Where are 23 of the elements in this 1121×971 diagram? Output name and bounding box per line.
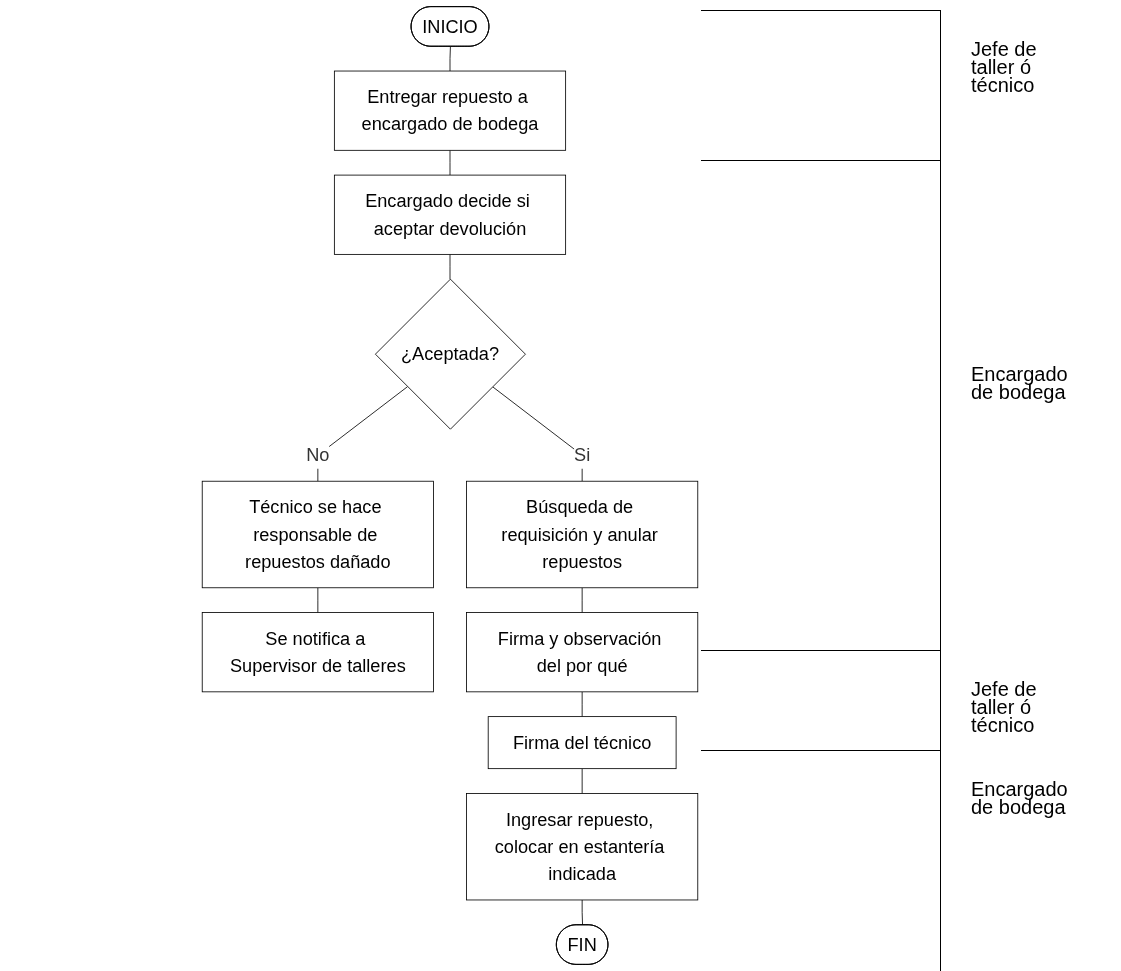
edge-label: No bbox=[306, 444, 330, 466]
node-box: Se notifica a Supervisor de talleres bbox=[201, 612, 434, 693]
node-box: Búsqueda de requisición y anular repuestos bbox=[466, 480, 699, 589]
lane-label: Jefe de taller ó técnico bbox=[971, 680, 1038, 734]
node-box: Entregar repuesto a encargado de bodega bbox=[333, 70, 567, 151]
lane-label: Jefe de taller ó técnico bbox=[971, 40, 1038, 94]
connector bbox=[581, 768, 583, 794]
connector bbox=[449, 253, 451, 280]
connector bbox=[581, 587, 583, 613]
lane-label: Encargado de bodega bbox=[971, 365, 1066, 401]
node-diamond: ¿Aceptada? bbox=[375, 278, 526, 430]
node-box: Firma del técnico bbox=[487, 716, 677, 770]
connector bbox=[317, 587, 319, 613]
connector bbox=[581, 899, 583, 926]
connector bbox=[581, 691, 583, 718]
edge-label: Si bbox=[574, 444, 591, 466]
connector bbox=[449, 149, 451, 176]
node-box: Ingresar repuesto, colocar en estantería indicada bbox=[466, 793, 699, 901]
connector bbox=[449, 46, 451, 72]
node-box: Encargado decide si aceptar devolución bbox=[333, 174, 567, 255]
node-box: Firma y observación del por qué bbox=[466, 612, 699, 693]
lane-label: Encargado de bodega bbox=[971, 780, 1066, 816]
node-box: Técnico se hace responsable de repuestos dañado bbox=[201, 480, 434, 589]
